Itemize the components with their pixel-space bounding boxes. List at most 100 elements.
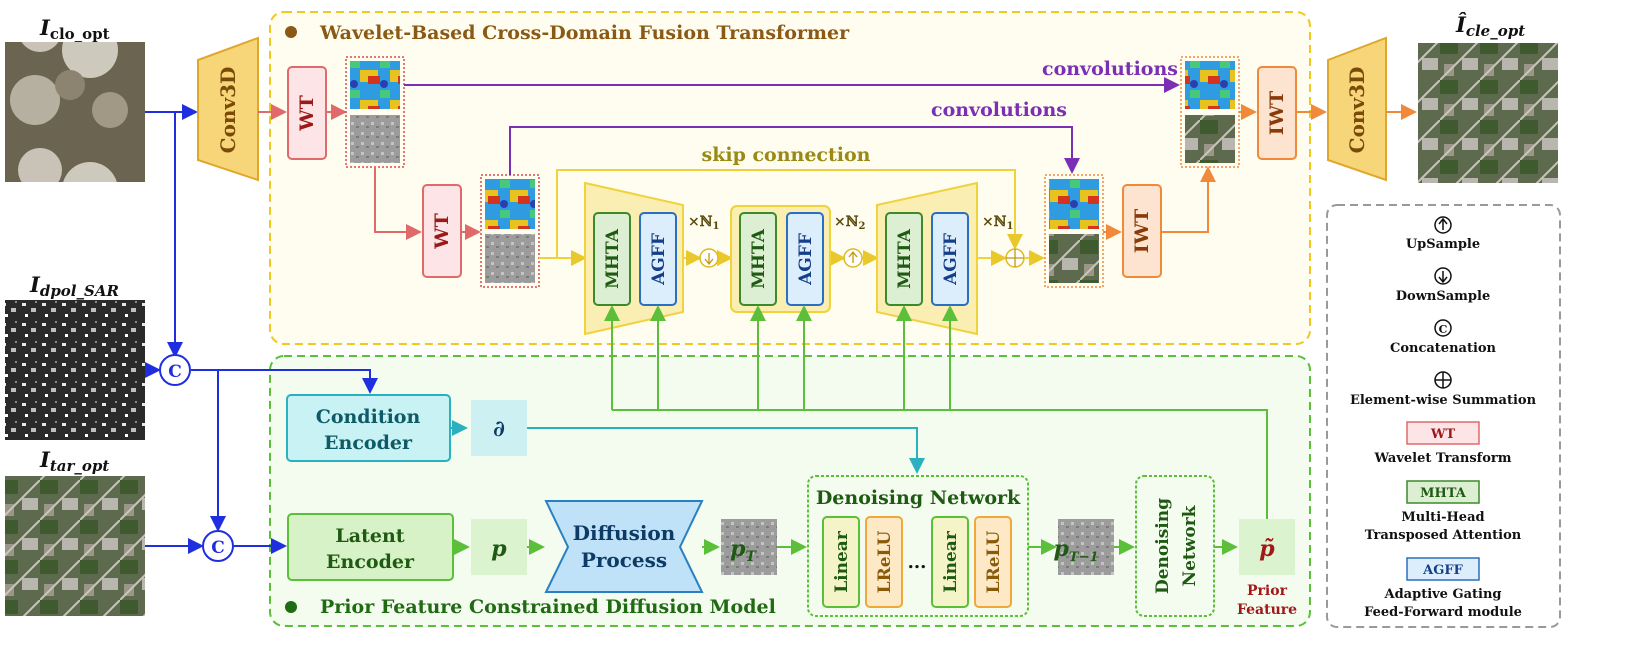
diffusion-panel (269, 355, 1311, 627)
svg-text:Condition: Condition (316, 406, 421, 428)
linear-block-1 (822, 516, 860, 608)
transformer-bullet (285, 26, 297, 38)
svg-text:Prior: Prior (1247, 583, 1288, 599)
input-arrows (145, 104, 378, 554)
linear-block-2 (931, 516, 969, 608)
feature-pT-1: pT−1 (1053, 519, 1114, 575)
svg-text:Element-wise Summation: Element-wise Summation (1350, 393, 1537, 408)
upsample-node (843, 248, 863, 268)
svg-text:∂: ∂ (493, 416, 505, 442)
svg-text:Feature: Feature (1237, 602, 1297, 618)
svg-text:Linear: Linear (941, 530, 961, 593)
multiplier-3: ×ℕ1 (982, 214, 1014, 232)
target-input-label: Itar_opt (39, 447, 109, 475)
svg-text:Concatenation: Concatenation (1390, 341, 1497, 356)
svg-text:Process: Process (581, 548, 667, 572)
conv3d-input-block: Conv3D (197, 36, 259, 182)
svg-text:Conv3D: Conv3D (216, 67, 240, 154)
svg-text:Denoising: Denoising (1153, 498, 1173, 594)
svg-text:AGFF: AGFF (1422, 563, 1463, 578)
skip-connection-label: skip connection (702, 144, 871, 166)
latent-encoder: Latent Encoder (287, 513, 454, 581)
encoder-stage: MHTA AGFF (584, 181, 684, 336)
svg-text:Transposed Attention: Transposed Attention (1365, 528, 1522, 543)
legend-agff: AGFF Adaptive Gating Feed-Forward module (1364, 557, 1522, 620)
condition-feature: ∂ (471, 400, 527, 456)
svg-text:Feed-Forward module: Feed-Forward module (1364, 605, 1522, 620)
wt-block-1: WT (287, 66, 327, 160)
svg-text:Adaptive Gating: Adaptive Gating (1384, 587, 1502, 602)
svg-text:AGFF: AGFF (941, 233, 961, 286)
target-optical-image (5, 476, 145, 616)
svg-text:C: C (168, 362, 182, 382)
conv3d-output-block: Conv3D (1327, 36, 1387, 182)
multiplier-2: ×ℕ2 (834, 214, 866, 232)
svg-text:MHTA: MHTA (603, 228, 623, 289)
wt-block-2: WT (422, 184, 462, 278)
wavelet-features-1 (345, 56, 405, 168)
lrelu-block-1 (865, 516, 903, 608)
prior-feature: p̃ Prior Feature (1237, 519, 1297, 618)
transformer-title: Wavelet-Based Cross-Domain Fusion Transf… (319, 22, 850, 44)
svg-text:DownSample: DownSample (1396, 289, 1490, 304)
downsample-node (699, 248, 719, 268)
sar-image (5, 300, 145, 440)
condition-arrow (527, 427, 925, 474)
diffusion-title: Prior Feature Constrained Diffusion Mode… (320, 596, 776, 618)
svg-text:pT: pT (730, 536, 757, 565)
cloudy-optical-image (5, 42, 145, 182)
svg-text:MHTA: MHTA (895, 228, 915, 289)
svg-text:IWT: IWT (1266, 91, 1288, 135)
svg-text:MHTA: MHTA (1420, 486, 1467, 501)
svg-text:C: C (211, 538, 225, 558)
svg-text:p: p (491, 536, 507, 562)
svg-text:MHTA: MHTA (749, 228, 769, 289)
decoder-stage: MHTA AGFF (876, 181, 978, 336)
svg-text:Diffusion: Diffusion (573, 521, 676, 545)
condition-encoder: Condition Encoder (286, 394, 451, 462)
concat-icon (1434, 319, 1452, 337)
output-label: Îcle_opt (1455, 12, 1525, 40)
bottleneck-stage: MHTA AGFF (730, 205, 831, 313)
svg-text:IWT: IWT (1131, 209, 1153, 253)
legend-wt: WT Wavelet Transform (1373, 421, 1512, 466)
svg-text:WT: WT (431, 213, 453, 249)
downsample-icon (1434, 267, 1452, 285)
output-clear-image (1418, 43, 1558, 183)
iwt-block-2: IWT (1122, 184, 1162, 278)
svg-text:Linear: Linear (832, 530, 852, 593)
prior-feedback-arrows (604, 305, 1268, 519)
svg-text:Wavelet Transform: Wavelet Transform (1373, 451, 1511, 466)
convolutions-label-2: convolutions (931, 99, 1067, 121)
wavelet-features-2 (480, 174, 540, 288)
noisy-feature-pT: pT (721, 519, 777, 575)
legend-panel (1326, 204, 1561, 628)
denoising-network: Denoising Network Linear LReLU ... Linea… (807, 475, 1029, 617)
multiplier-1: ×ℕ1 (688, 214, 720, 232)
convolutions-label-1: convolutions (1042, 58, 1178, 80)
iwt-block-1: IWT (1257, 66, 1297, 160)
summation-node (1005, 248, 1025, 268)
svg-text:pT−1: pT−1 (1053, 536, 1098, 565)
svg-text:WT: WT (296, 95, 318, 131)
svg-text:LReLU: LReLU (984, 530, 1004, 593)
svg-text:Latent: Latent (335, 525, 404, 547)
convolutions-arrow-2 (509, 126, 1080, 175)
legend-mhta: MHTA Multi-Head Transposed Attention (1365, 480, 1522, 543)
latent-feature-p: p (471, 519, 527, 575)
diffusion-process: Diffusion Process (544, 500, 704, 593)
concat-node-2: C (202, 530, 234, 562)
svg-text:...: ... (908, 552, 927, 573)
wavelet-features-4 (1180, 56, 1240, 168)
svg-text:Encoder: Encoder (324, 432, 413, 454)
svg-text:AGFF: AGFF (796, 233, 816, 286)
svg-text:UpSample: UpSample (1406, 237, 1480, 252)
upsample-icon (1434, 216, 1452, 234)
wavelet-features-3 (1044, 174, 1104, 288)
sar-input-label: Idpol_SAR (29, 272, 119, 300)
legend-downsample: DownSample (1396, 267, 1490, 304)
svg-text:AGFF: AGFF (649, 233, 669, 286)
concat-node-1: C (159, 354, 191, 386)
lrelu-block-2 (974, 516, 1012, 608)
cloudy-input-label: Iclo_opt (39, 15, 110, 43)
